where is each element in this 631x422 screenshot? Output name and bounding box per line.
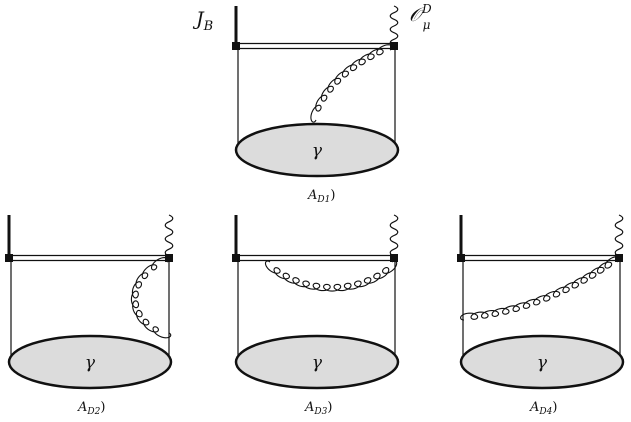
vertex-left-d3 (232, 254, 240, 262)
vertex-right-d1 (390, 42, 398, 50)
vertex-left-d2 (5, 254, 13, 262)
blob-label-d3: γ (312, 353, 323, 373)
photon-line-d2 (164, 214, 174, 257)
blob-label-d2: γ (85, 353, 96, 373)
photon-line-d4 (614, 214, 624, 257)
caption-d3: AD3) (304, 400, 332, 417)
diagram-d4: γ AD4) (457, 214, 625, 417)
current-label-d1: JB (192, 8, 213, 34)
photon-blob-d4 (459, 334, 625, 390)
photon-line-d3 (389, 214, 399, 257)
caption-d1: AD1) (307, 188, 335, 205)
vertex-right-d3 (390, 254, 398, 262)
vertex-left-d4 (457, 254, 465, 262)
vertex-left-d1 (232, 42, 240, 50)
photon-blob-d3 (234, 334, 400, 390)
caption-d2: AD2) (77, 400, 105, 417)
blob-label-d4: γ (537, 353, 548, 373)
blob-label-d1: γ (312, 141, 323, 161)
gluon-line-d1 (310, 44, 393, 123)
gluon-line-d2 (130, 256, 172, 339)
diagram-d3: γ AD3) (232, 214, 400, 417)
vertex-right-d2 (165, 254, 173, 262)
diagram-d2: γ AD2) (5, 214, 174, 417)
photon-blob-d1 (234, 122, 400, 178)
photon-line-d1 (389, 5, 399, 47)
photon-blob-d2 (7, 334, 173, 390)
gluon-line-d4 (460, 256, 620, 321)
gluon-line-d3 (264, 260, 398, 292)
caption-d4: AD4) (529, 400, 557, 417)
